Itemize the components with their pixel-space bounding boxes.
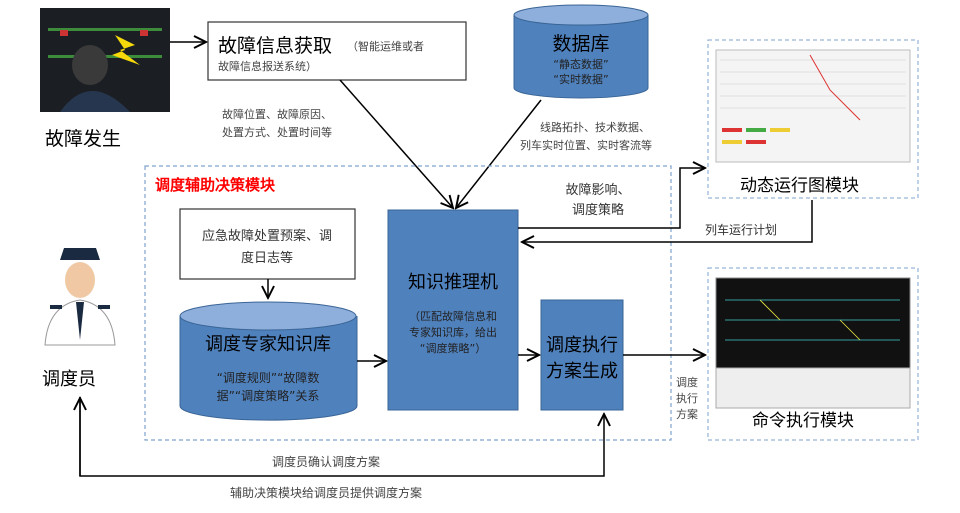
provide-label: 辅助决策模块给调度员提供调度方案 xyxy=(230,485,422,500)
database-line1: “静态数据” xyxy=(553,57,608,71)
expert-kb-line2: 据”“调度策略”关系 xyxy=(217,388,320,403)
database-line2: “实时数据” xyxy=(553,72,608,86)
fault-info-subtitle-1: （智能运维或者 xyxy=(347,39,424,53)
exec-plan-2: 方案生成 xyxy=(546,361,618,382)
inference-line2: 专家知识库，给出 xyxy=(409,325,497,339)
fault-info-box xyxy=(207,21,467,81)
database-cylinder xyxy=(513,4,649,99)
inference-line1: （匹配故障信息和 xyxy=(409,309,497,323)
dynamic-chart-screenshot xyxy=(715,49,911,163)
fault-details-1: 故障位置、故障原因、 xyxy=(222,107,332,121)
fault-info-subtitle-2: 故障信息报送系统） xyxy=(218,59,317,73)
expert-kb-line1: “调度规则”“故障数 xyxy=(217,370,320,385)
lightning-icon xyxy=(112,35,140,65)
fault-info-title: 故障信息获取 xyxy=(218,35,332,57)
exec-arrow-3: 方案 xyxy=(676,407,698,421)
database-title: 数据库 xyxy=(552,33,609,55)
command-exec-screenshot xyxy=(715,277,911,409)
dynamic-chart-frame xyxy=(707,39,919,199)
dynamic-chart-label: 动态运行图模块 xyxy=(740,176,859,196)
command-exec-frame xyxy=(707,267,919,441)
fault-occurrence-label: 故障发生 xyxy=(45,128,121,150)
confirm-label: 调度员确认调度方案 xyxy=(272,454,380,469)
inference-line3: “调度策略”） xyxy=(420,341,486,355)
train-plan-label: 列车运行计划 xyxy=(705,222,777,237)
impact-2: 调度策略 xyxy=(572,202,624,218)
database-details-2: 列车实时位置、实时客流等 xyxy=(520,138,652,152)
module-title: 调度辅助决策模块 xyxy=(155,176,276,194)
impact-1: 故障影响、 xyxy=(565,182,630,198)
dispatcher-label: 调度员 xyxy=(42,369,96,390)
exec-arrow-2: 执行 xyxy=(676,391,698,405)
exec-plan-1: 调度执行 xyxy=(546,335,618,356)
emergency-plan-1: 应急故障处置预案、调 xyxy=(202,228,332,244)
dispatcher-figure xyxy=(44,248,116,346)
fault-photo xyxy=(40,8,170,112)
command-exec-label: 命令执行模块 xyxy=(752,411,854,431)
exec-plan-box xyxy=(540,299,624,411)
expert-kb-title: 调度专家知识库 xyxy=(205,334,331,355)
emergency-plan-box xyxy=(179,208,356,280)
database-details-1: 线路拓扑、技术数据、 xyxy=(540,120,650,134)
inference-title: 知识推理机 xyxy=(408,272,498,293)
emergency-plan-2: 度日志等 xyxy=(241,250,293,266)
decision-module-frame xyxy=(144,165,672,441)
fault-details-2: 处置方式、处置时间等 xyxy=(222,125,332,139)
expert-kb-cylinder xyxy=(179,301,358,421)
exec-arrow-1: 调度 xyxy=(676,375,698,389)
inference-engine-box xyxy=(387,209,519,411)
